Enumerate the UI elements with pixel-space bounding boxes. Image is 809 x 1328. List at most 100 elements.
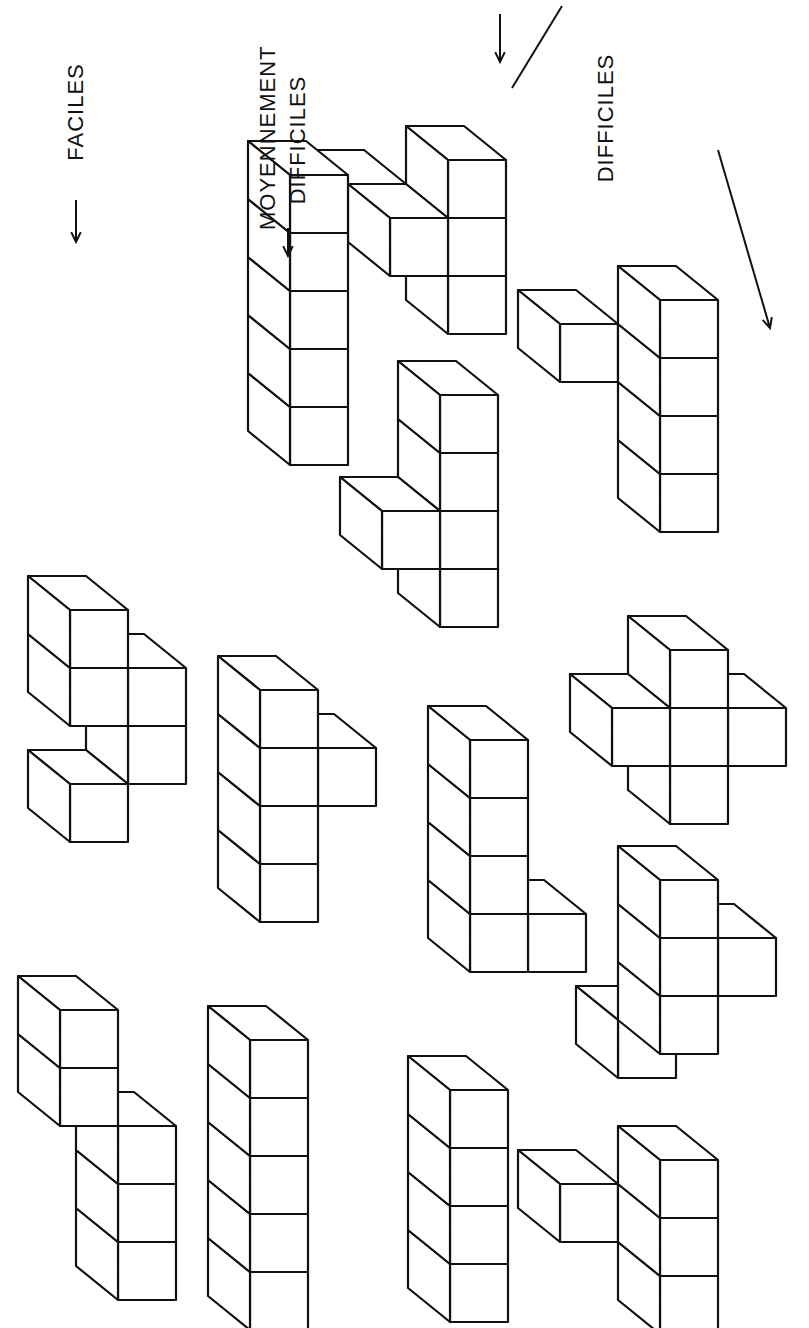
cube-face bbox=[318, 748, 376, 806]
polycube-figure bbox=[208, 1006, 308, 1328]
arrow-shaft bbox=[287, 228, 289, 256]
cube-face bbox=[448, 218, 506, 276]
cube-face bbox=[618, 846, 660, 938]
pointer-arrow bbox=[495, 14, 505, 62]
cube-face bbox=[470, 740, 528, 798]
cube-face bbox=[450, 1206, 508, 1264]
polycube-figure bbox=[18, 976, 176, 1300]
cube-face bbox=[408, 1056, 450, 1148]
cube-face bbox=[18, 976, 60, 1068]
cube-face bbox=[208, 1006, 250, 1098]
cube-face bbox=[390, 218, 448, 276]
cube-face bbox=[348, 184, 390, 276]
cube-face bbox=[718, 938, 776, 996]
arrow-shaft bbox=[499, 14, 501, 62]
cube-face bbox=[70, 784, 128, 842]
cube-face bbox=[670, 708, 728, 766]
cube-face bbox=[290, 407, 348, 465]
cube-face bbox=[660, 1218, 718, 1276]
cube-face bbox=[570, 674, 612, 766]
cube-face bbox=[128, 668, 186, 726]
polycube-figure bbox=[570, 616, 786, 824]
cube-face bbox=[440, 395, 498, 453]
cube-face bbox=[470, 856, 528, 914]
cube-face bbox=[340, 477, 382, 569]
cube-face bbox=[428, 706, 470, 798]
cube-face bbox=[250, 1156, 308, 1214]
group-heading: FACILES bbox=[61, 63, 91, 160]
cube-face bbox=[28, 750, 70, 842]
cube-face bbox=[660, 880, 718, 938]
arrow-shaft bbox=[75, 200, 77, 242]
cube-face bbox=[440, 511, 498, 569]
cube-face bbox=[450, 1090, 508, 1148]
arrow-head bbox=[495, 52, 505, 62]
cube-face bbox=[260, 690, 318, 748]
cube-face bbox=[670, 766, 728, 824]
cube-face bbox=[60, 1010, 118, 1068]
cube-face bbox=[70, 668, 128, 726]
polycube-figure bbox=[340, 361, 498, 627]
cube-face bbox=[60, 1068, 118, 1126]
cube-face bbox=[260, 806, 318, 864]
cube-face bbox=[618, 266, 660, 358]
pointer-line bbox=[512, 6, 562, 88]
cube-face bbox=[250, 1272, 308, 1328]
arrow-shaft bbox=[718, 150, 770, 328]
polycube-figure bbox=[428, 706, 586, 972]
cube-face bbox=[612, 708, 670, 766]
arrow-head bbox=[71, 232, 81, 242]
pointer-arrow bbox=[718, 150, 772, 328]
cube-face bbox=[260, 864, 318, 922]
cube-face bbox=[518, 290, 560, 382]
cube-face bbox=[670, 650, 728, 708]
cube-face bbox=[118, 1126, 176, 1184]
cube-face bbox=[448, 276, 506, 334]
cube-face bbox=[450, 1148, 508, 1206]
cube-face bbox=[660, 1276, 718, 1328]
cube-face bbox=[560, 1184, 618, 1242]
cube-face bbox=[518, 1150, 560, 1242]
cube-face bbox=[618, 1126, 660, 1218]
polycube-figure bbox=[518, 266, 718, 532]
cube-face bbox=[660, 474, 718, 532]
cube-face bbox=[660, 1160, 718, 1218]
cube-face bbox=[470, 914, 528, 972]
cube-face bbox=[290, 349, 348, 407]
cube-face bbox=[660, 416, 718, 474]
pointer-arrow bbox=[283, 228, 293, 256]
cube-face bbox=[382, 511, 440, 569]
cube-face bbox=[290, 233, 348, 291]
cube-face bbox=[660, 996, 718, 1054]
cube-face bbox=[660, 358, 718, 416]
group-heading: MOYENNEMENT DIFFICILES bbox=[253, 50, 313, 230]
cube-face bbox=[250, 1098, 308, 1156]
cube-face bbox=[218, 656, 260, 748]
cube-face bbox=[660, 300, 718, 358]
cube-face bbox=[440, 453, 498, 511]
cube-face bbox=[28, 576, 70, 668]
cube-face bbox=[118, 1242, 176, 1300]
arrow-head bbox=[763, 317, 772, 328]
cube-face bbox=[260, 748, 318, 806]
cube-face bbox=[440, 569, 498, 627]
cube-face bbox=[528, 914, 586, 972]
cube-face bbox=[398, 361, 440, 453]
cube-face bbox=[250, 1040, 308, 1098]
cube-face bbox=[728, 708, 786, 766]
polycube-figure bbox=[408, 1056, 508, 1322]
cube-face bbox=[470, 798, 528, 856]
arrow-head bbox=[283, 246, 293, 256]
cube-face bbox=[118, 1184, 176, 1242]
polycube-figure bbox=[28, 576, 186, 842]
polycube-figure bbox=[576, 846, 776, 1078]
cube-face bbox=[70, 610, 128, 668]
cube-face bbox=[576, 986, 618, 1078]
group-heading: DIFFICILES bbox=[591, 54, 621, 183]
polycube-figure bbox=[518, 1126, 718, 1328]
cube-face bbox=[250, 1214, 308, 1272]
cube-face bbox=[448, 160, 506, 218]
polycube-figure bbox=[218, 656, 376, 922]
